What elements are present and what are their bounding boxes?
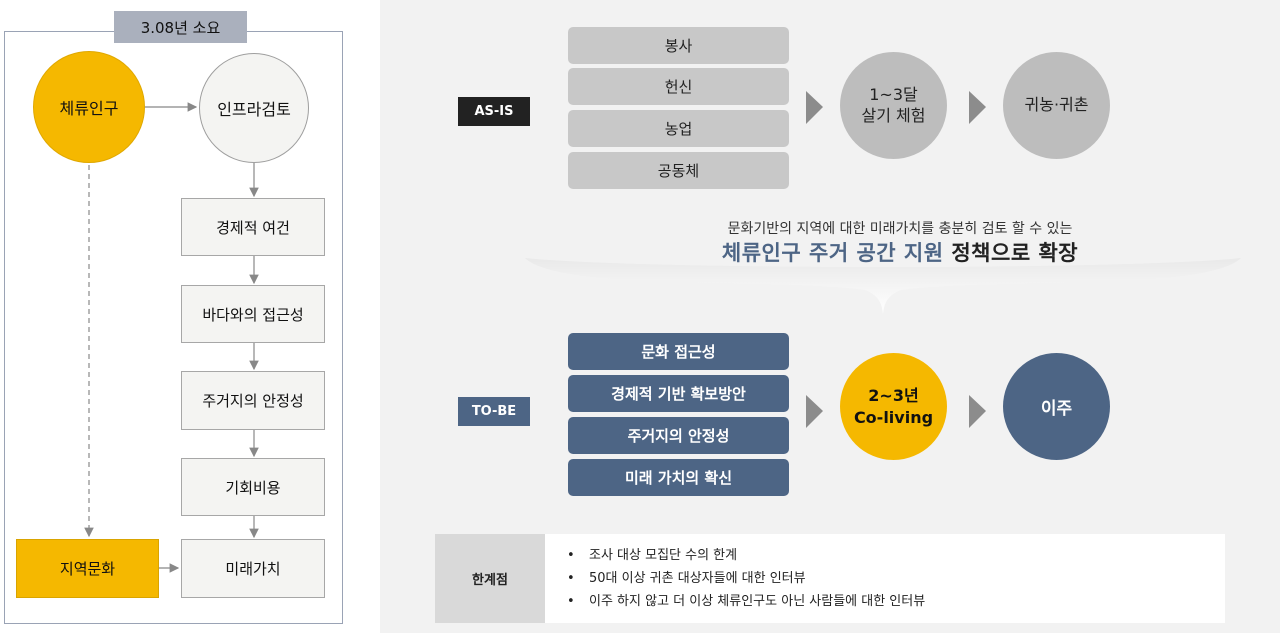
policy-title: 체류인구 주거 공간 지원 정책으로 확장 <box>560 237 1240 267</box>
duration-badge: 3.08년 소요 <box>114 11 247 43</box>
chevron-as-is-2 <box>969 91 986 124</box>
chevron-to-be-2 <box>969 395 986 428</box>
limitation-item: 이주 하지 않고 더 이상 체류인구도 아닌 사람들에 대한 인터뷰 <box>567 590 1225 613</box>
as-is-stage-line2: 살기 체험 <box>861 105 926 125</box>
to-be-stage-line2: Co-living <box>853 407 934 427</box>
culture-node-box: 지역문화 <box>16 539 159 598</box>
as-is-stage-circle: 1~3달 살기 체험 <box>840 52 947 159</box>
as-is-result-circle: 귀농·귀촌 <box>1003 52 1110 159</box>
funnel-shape <box>525 258 1241 314</box>
as-is-tag: AS-IS <box>458 97 530 126</box>
as-is-item-2: 헌신 <box>568 68 789 105</box>
step-box-2: 바다와의 접근성 <box>181 285 325 343</box>
chevron-to-be-1 <box>806 395 823 428</box>
chevron-as-is-1 <box>806 91 823 124</box>
step-box-4: 기회비용 <box>181 458 325 516</box>
to-be-item-3: 주거지의 안정성 <box>568 417 789 454</box>
policy-title-rest: 정책으로 확장 <box>951 241 1079 265</box>
start-node-circle: 체류인구 <box>33 51 145 163</box>
right-panel-background <box>380 0 1280 633</box>
policy-title-highlight: 체류인구 주거 공간 지원 <box>721 241 944 265</box>
to-be-item-2: 경제적 기반 확보방안 <box>568 375 789 412</box>
policy-subtitle: 문화기반의 지역에 대한 미래가치를 충분히 검토 할 수 있는 <box>727 221 1073 237</box>
to-be-item-1: 문화 접근성 <box>568 333 789 370</box>
as-is-item-3: 농업 <box>568 110 789 147</box>
step-box-1: 경제적 여건 <box>181 198 325 256</box>
as-is-item-4: 공동체 <box>568 152 789 189</box>
to-be-item-4: 미래 가치의 확신 <box>568 459 789 496</box>
to-be-stage-line1: 2~3년 <box>868 385 919 405</box>
limitation-item: 조사 대상 모집단 수의 한계 <box>567 544 1225 567</box>
step-box-5: 미래가치 <box>181 539 325 598</box>
step-box-3: 주거지의 안정성 <box>181 371 325 430</box>
to-be-result-circle: 이주 <box>1003 353 1110 460</box>
limitation-item: 50대 이상 귀촌 대상자들에 대한 인터뷰 <box>567 567 1225 590</box>
limitations-list-box: 조사 대상 모집단 수의 한계 50대 이상 귀촌 대상자들에 대한 인터뷰 이… <box>545 534 1225 623</box>
to-be-stage-circle: 2~3년 Co-living <box>840 353 947 460</box>
limitations-list: 조사 대상 모집단 수의 한계 50대 이상 귀촌 대상자들에 대한 인터뷰 이… <box>545 534 1225 613</box>
review-node-circle: 인프라검토 <box>199 53 309 163</box>
limitations-heading: 한계점 <box>435 534 545 623</box>
to-be-tag: TO-BE <box>458 397 530 426</box>
as-is-stage-line1: 1~3달 <box>869 84 918 104</box>
as-is-item-1: 봉사 <box>568 27 789 64</box>
